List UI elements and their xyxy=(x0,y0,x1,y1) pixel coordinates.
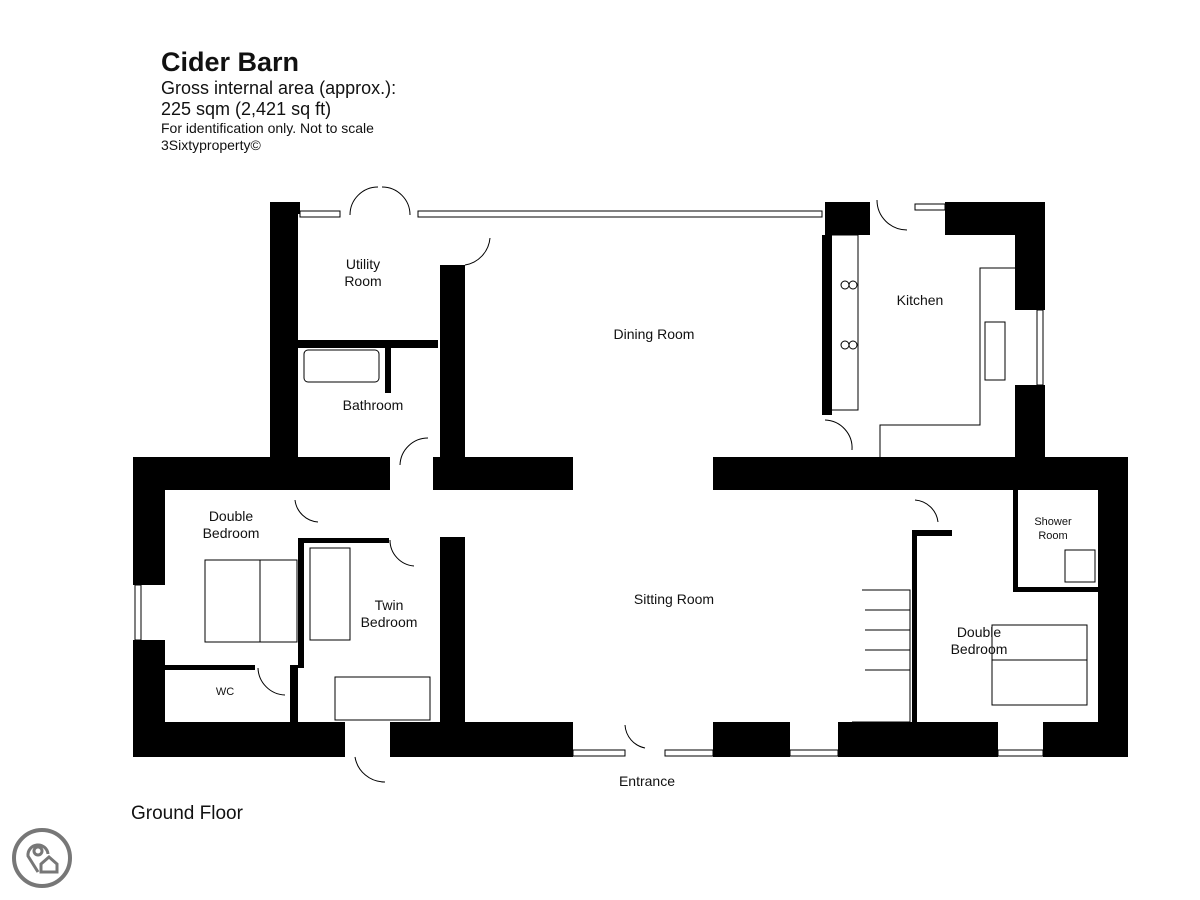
bathroom-label: Bathroom xyxy=(343,397,404,413)
sitting-room-label: Sitting Room xyxy=(634,591,714,607)
shower-label-2: Room xyxy=(1038,530,1067,542)
floor-label: Ground Floor xyxy=(131,803,243,824)
property-title: Cider Barn xyxy=(161,47,300,77)
area-value: 225 sqm (2,421 sq ft) xyxy=(161,99,332,119)
disclaimer: For identification only. Not to scale xyxy=(161,120,374,136)
shower-label: Shower xyxy=(1034,516,1072,528)
double-bedroom-1-label: Double xyxy=(209,508,254,524)
fixtures xyxy=(134,186,1096,783)
double-bedroom-1-label-2: Bedroom xyxy=(203,525,260,541)
utility-label: Utility xyxy=(346,256,380,272)
plan-header: Cider Barn Gross internal area (approx.)… xyxy=(161,46,396,154)
dining-label: Dining Room xyxy=(614,326,695,342)
double-bedroom-2-label: Double xyxy=(957,624,1002,640)
copyright: 3Sixtyproperty© xyxy=(161,137,261,153)
room-labels: Utility Room Dining Room Kitchen Bathroo… xyxy=(203,256,1072,789)
utility-label-2: Room xyxy=(344,273,381,289)
entrance-label: Entrance xyxy=(619,773,675,789)
double-bedroom-2-label-2: Bedroom xyxy=(951,641,1008,657)
twin-bedroom-label-2: Bedroom xyxy=(361,614,418,630)
wc-label: WC xyxy=(216,686,234,698)
kitchen-label: Kitchen xyxy=(897,292,944,308)
walls xyxy=(133,202,1128,757)
twin-bedroom-label: Twin xyxy=(375,597,404,613)
location-home-icon xyxy=(12,828,72,888)
area-label: Gross internal area (approx.): xyxy=(161,78,397,98)
